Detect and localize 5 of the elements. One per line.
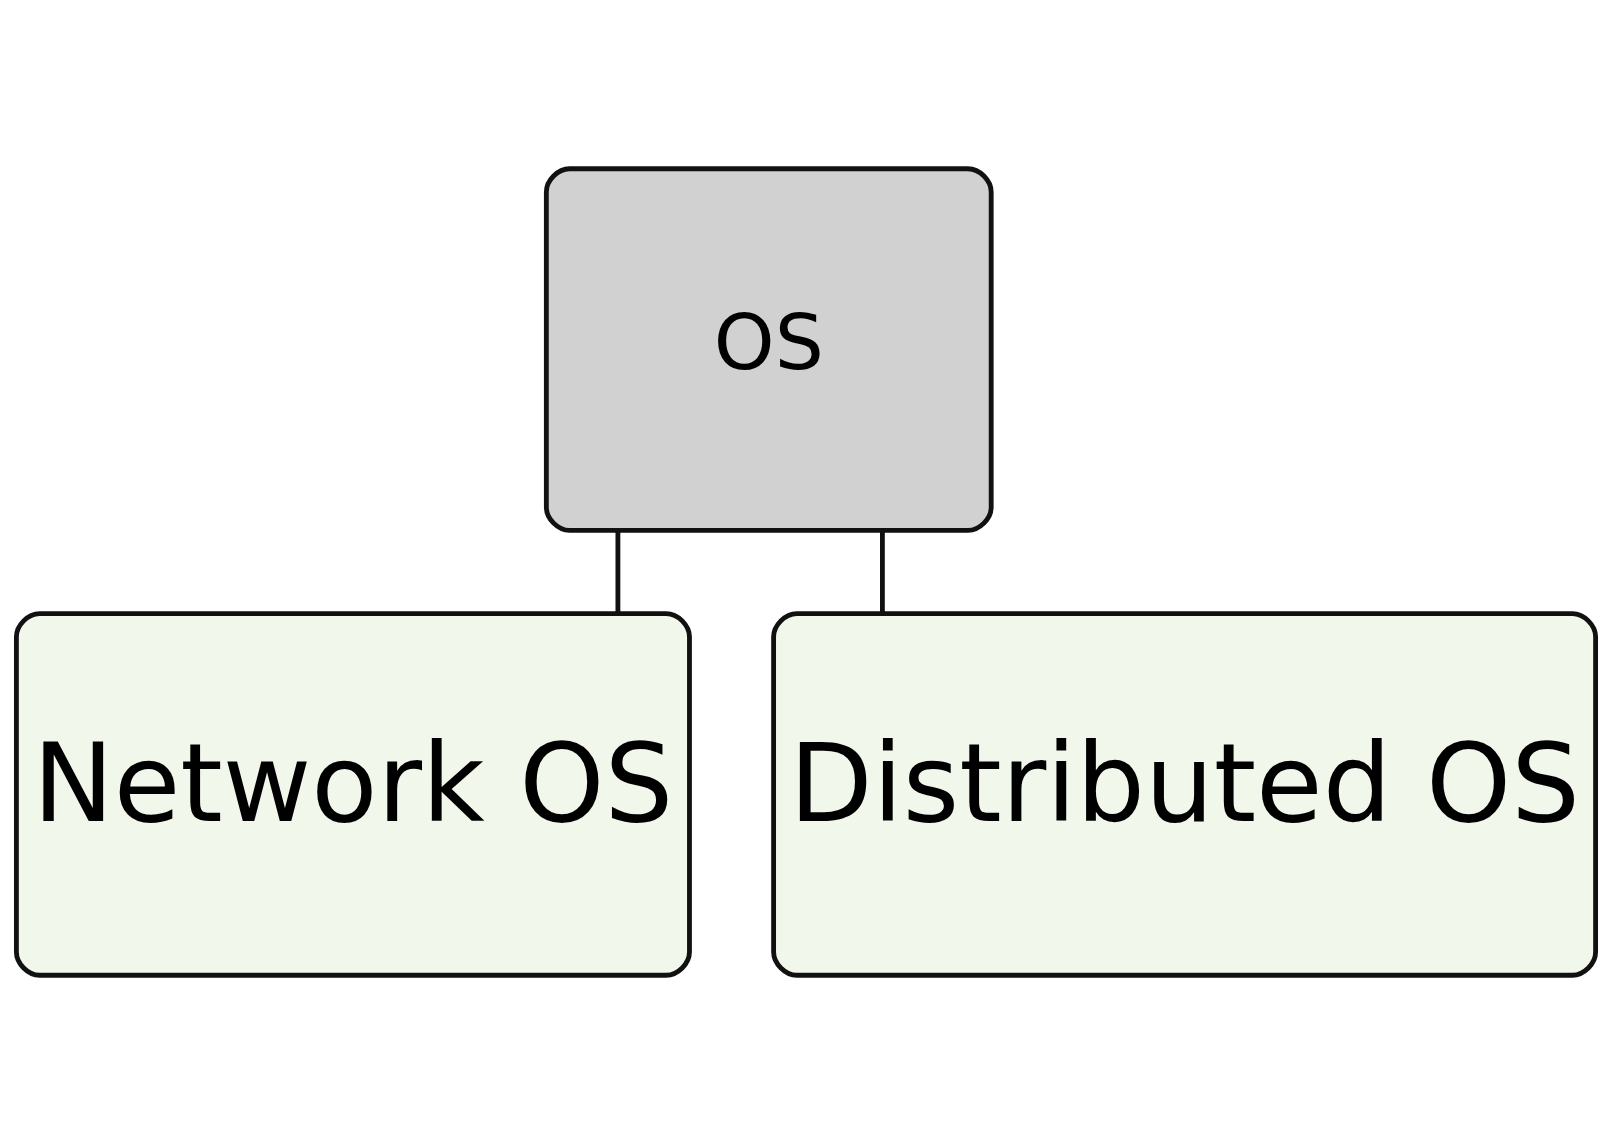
node-box: Network OS [13, 610, 692, 978]
node-box: Distributed OS [771, 610, 1598, 978]
connector [615, 530, 621, 613]
node-box: OS [543, 165, 994, 533]
connector [880, 530, 885, 613]
